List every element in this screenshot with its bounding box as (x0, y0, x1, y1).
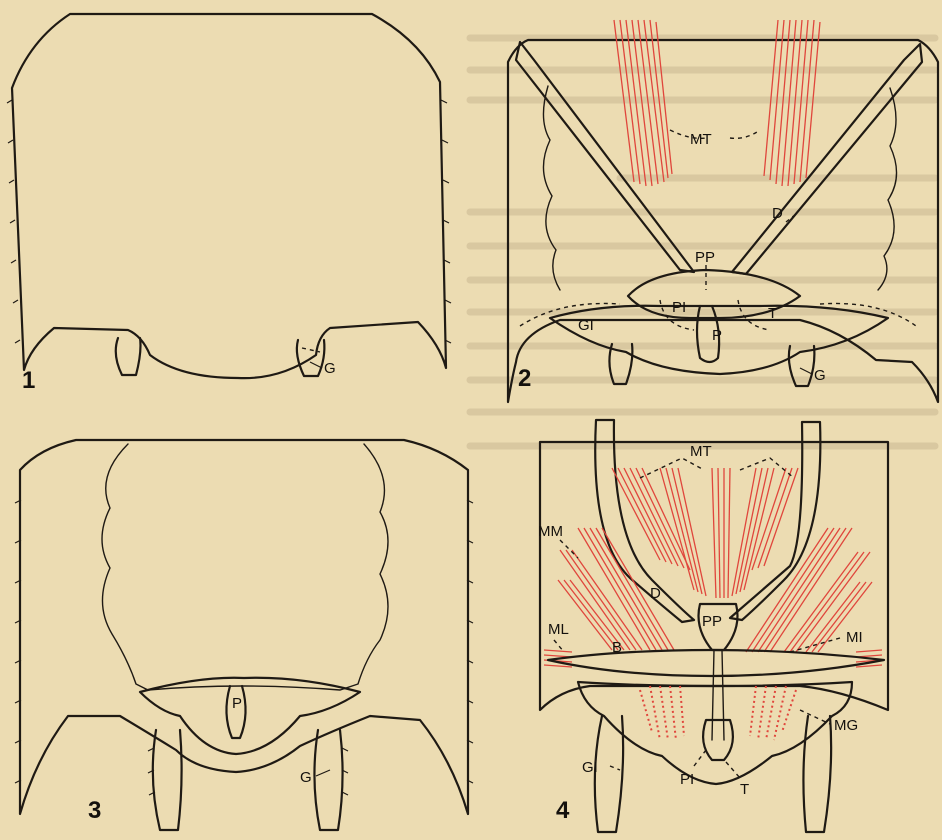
panel-4-label-pp: PP (702, 613, 722, 630)
panel-4-muscle-mg (640, 686, 796, 740)
panel-3-outline (20, 440, 468, 814)
panel-2-rod-right (732, 44, 922, 274)
panel-2-number: 2 (518, 365, 531, 392)
panel-4: MT MM D PP ML B MI MG GI PI T 4 (538, 420, 888, 832)
panel-2-scallop-right (878, 88, 897, 290)
panel-4-gonostylus-right (803, 716, 831, 832)
panel-4-muscle-mt (612, 468, 798, 598)
panel-2-scallop-left (543, 86, 560, 290)
panel-4-label-gi: GI (582, 759, 598, 776)
panel-2-label-mt: MT (690, 131, 712, 148)
panel-2-rod-left (516, 42, 694, 272)
panel-3-label-g: G (300, 769, 312, 786)
panel-4-bridge (548, 650, 884, 676)
panel-2-label-t: T (768, 305, 777, 322)
panel-2-label-p: P (712, 327, 722, 344)
panel-4-label-mg: MG (834, 717, 858, 734)
panel-3-number: 3 (88, 797, 101, 824)
bleed-through-text (470, 38, 935, 446)
panel-4-number: 4 (556, 797, 570, 824)
panel-2-label-pi: PI (672, 299, 686, 316)
panel-3-penis (226, 686, 245, 738)
panel-4-label-mt: MT (690, 443, 712, 460)
panel-4-label-t: T (740, 781, 749, 798)
panel-2-label-g: G (814, 367, 826, 384)
panel-4-label-pi: PI (680, 771, 694, 788)
panel-1-number: 1 (22, 367, 35, 394)
panel-1-label-g: G (324, 360, 336, 377)
panel-4-penis (703, 720, 733, 760)
panel-2-label-pp: PP (695, 249, 715, 266)
panel-3-spines (15, 500, 473, 783)
panel-1-gonostylus-left (116, 338, 141, 375)
panel-3: P G 3 (15, 440, 473, 830)
panel-3-gonostylus-right (314, 730, 342, 830)
panel-2-label-gi: GI (578, 317, 594, 334)
panel-1-spines (7, 100, 451, 343)
panel-4-label-b: B (612, 639, 622, 656)
panel-4-gonostylus-left (595, 716, 623, 832)
panel-4-label-mi: MI (846, 629, 863, 646)
panel-1: 1 G (7, 14, 451, 394)
panel-3-inner-shield (102, 444, 388, 690)
panel-1-outline (12, 14, 446, 378)
panel-4-genital-capsule (578, 682, 852, 784)
panel-2-label-d: D (772, 205, 783, 222)
panel-3-label-p: P (232, 695, 242, 712)
panel-4-label-ml: ML (548, 621, 569, 638)
panel-4-rod-right (730, 422, 820, 620)
panel-4-label-d: D (650, 585, 661, 602)
panel-4-label-mm: MM (538, 523, 563, 540)
